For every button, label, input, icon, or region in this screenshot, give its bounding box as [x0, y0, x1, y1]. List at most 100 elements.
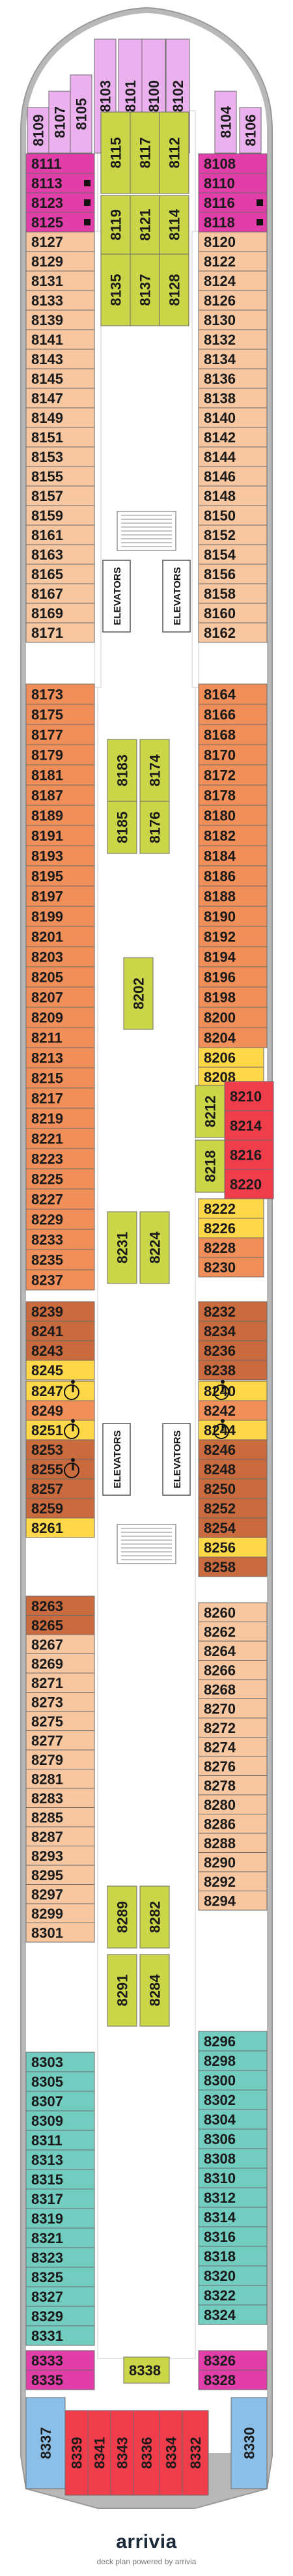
cabin-8331: 8331	[25, 2325, 95, 2346]
cabin-8144: 8144	[198, 446, 268, 467]
cabin-number: 8288	[204, 1835, 236, 1852]
cabin-box	[198, 368, 268, 389]
cabin-number: 8250	[204, 1481, 236, 1497]
cabin-box	[25, 1865, 95, 1885]
cabin-8207: 8207	[25, 986, 95, 1008]
cabin-box	[130, 253, 160, 326]
cabin-8218: 8218	[195, 1139, 225, 1193]
cabin-box	[25, 1381, 95, 1401]
cabin-number: 8162	[204, 625, 236, 641]
cabin-box	[198, 1660, 268, 1680]
cabin-number: 8183	[115, 754, 131, 786]
cabin-8250: 8250	[198, 1478, 268, 1499]
cabin-number: 8198	[204, 990, 236, 1006]
cabin-number: 8112	[167, 137, 183, 169]
cabin-box	[198, 2350, 268, 2371]
cabin-number: 8187	[31, 788, 63, 804]
cabin-box	[25, 290, 95, 311]
cabin-box	[25, 192, 95, 213]
cabin-box	[198, 1321, 268, 1341]
cabin-box	[198, 2031, 268, 2052]
cabin-box	[198, 946, 268, 967]
cabin-8212: 8212	[195, 1085, 225, 1138]
cabin-box	[123, 957, 154, 1030]
cabin-number: 8335	[31, 2372, 63, 2388]
cabin-number: 8226	[204, 1220, 236, 1237]
cabin-8109: 8109	[27, 107, 49, 154]
cabin-box	[198, 704, 268, 725]
cabin-8226: 8226	[198, 1218, 264, 1238]
cabin-number: 8279	[31, 1752, 63, 1768]
cabin-number: 8261	[31, 1520, 63, 1536]
cabin-8127: 8127	[25, 231, 95, 252]
cabin-number: 8167	[31, 586, 63, 602]
cabin-box	[25, 1168, 95, 1190]
cabin-box	[159, 111, 189, 194]
cabin-box	[198, 1833, 268, 1853]
cabin-number: 8230	[204, 1259, 236, 1276]
cabin-box	[139, 739, 170, 802]
cabin-8171: 8171	[25, 622, 95, 643]
elevator-shaft	[102, 1423, 131, 1496]
cabin-number: 8266	[204, 1662, 236, 1678]
cabin-number: 8277	[31, 1732, 63, 1749]
elevator-shaft	[162, 560, 191, 633]
cabin-number: 8160	[204, 605, 236, 622]
cabin-number: 8156	[204, 566, 236, 582]
cabin-number: 8300	[204, 2072, 236, 2089]
cabin-8285: 8285	[25, 1807, 95, 1827]
cabin-number: 8303	[31, 2054, 63, 2070]
cabin-box	[25, 1269, 95, 1291]
cabin-box	[25, 1400, 95, 1421]
cabin-8173: 8173	[25, 683, 95, 705]
cabin-number: 8274	[204, 1739, 236, 1755]
cabin-number: 8175	[31, 707, 63, 723]
cabin-number: 8154	[204, 547, 236, 563]
cabin-8286: 8286	[198, 1814, 268, 1834]
cabin-8176: 8176	[139, 801, 170, 854]
cabin-box	[25, 524, 95, 545]
cabin-number: 8137	[137, 274, 154, 306]
cabin-number: 8185	[115, 812, 131, 844]
port-corridor-fwd	[94, 231, 102, 688]
cabin-8203: 8203	[25, 946, 95, 967]
cabin-number: 8207	[31, 990, 63, 1006]
cabin-8184: 8184	[198, 845, 268, 866]
connecting-marker	[257, 219, 263, 225]
cabin-box	[107, 739, 137, 802]
cabin-8165: 8165	[25, 564, 95, 584]
cabin-number: 8258	[204, 1559, 236, 1575]
wheel	[64, 1463, 79, 1478]
cabin-8209: 8209	[25, 1007, 95, 1028]
cabin-8115: 8115	[100, 111, 131, 194]
cabin-number: 8236	[204, 1343, 236, 1359]
cabin-number: 8323	[31, 2250, 63, 2266]
cabin-number: 8157	[31, 488, 63, 504]
cabin-box	[198, 1556, 268, 1577]
cabin-8295: 8295	[25, 1865, 95, 1885]
cabin-8206: 8206	[198, 1047, 264, 1068]
cabin-number: 8263	[31, 1598, 63, 1614]
cabin-box	[198, 1891, 268, 1911]
cabin-number: 8165	[31, 566, 63, 582]
cabin-number: 8210	[230, 1089, 262, 1105]
cabin-number: 8317	[31, 2191, 63, 2207]
cabin-box	[25, 2247, 95, 2268]
stairs-fwd	[117, 511, 176, 551]
cabin-8130: 8130	[198, 309, 268, 330]
cabin-8105: 8105	[70, 74, 92, 154]
cabin-8156: 8156	[198, 564, 268, 584]
cabin-box	[25, 683, 95, 705]
cabin-number: 8265	[31, 1617, 63, 1633]
cabin-8304: 8304	[198, 2109, 268, 2130]
cabin-8167: 8167	[25, 583, 95, 604]
cabin-number: 8305	[31, 2074, 63, 2090]
cabin-number: 8213	[31, 1050, 63, 1066]
cabin-8294: 8294	[198, 1891, 268, 1911]
cabin-box	[198, 1420, 268, 1440]
cabin-8238: 8238	[198, 1360, 268, 1381]
cabin-number: 8132	[204, 332, 236, 348]
elevator-label: ELEVATORS	[112, 567, 123, 625]
cabin-box	[25, 2208, 95, 2229]
